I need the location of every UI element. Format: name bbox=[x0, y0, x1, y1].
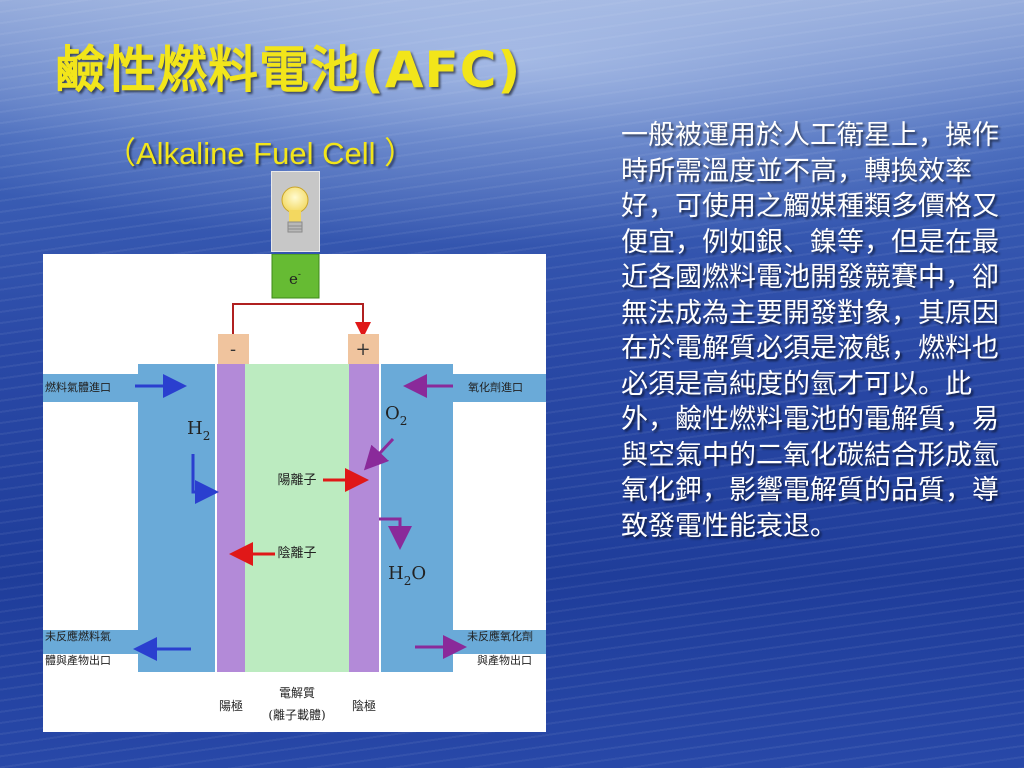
fuel-inlet-label: 燃料氣體進口 bbox=[45, 380, 111, 394]
positive-terminal bbox=[348, 334, 379, 364]
light-bulb-box bbox=[271, 171, 320, 252]
load-box bbox=[271, 253, 320, 299]
oxidant-outlet-label-line2: 與產物出口 bbox=[477, 653, 532, 667]
light-bulb-icon bbox=[281, 186, 309, 233]
anode-label: 陽極 bbox=[219, 698, 243, 713]
anion-label: 陰離子 bbox=[277, 546, 316, 561]
external-wire bbox=[232, 303, 371, 338]
electrolyte-region bbox=[245, 364, 349, 672]
fuel-outlet-label-line1: 未反應燃料氣 bbox=[45, 629, 111, 643]
anode-electrode bbox=[217, 364, 245, 672]
h2-label: H2 bbox=[187, 418, 210, 443]
cathode-electrode bbox=[349, 364, 379, 672]
electrolyte-label-line2: (離子載體) bbox=[268, 708, 325, 722]
cathode-gas-channel bbox=[381, 364, 546, 672]
electron-label: e- bbox=[289, 270, 301, 288]
h2-flow-arrow bbox=[191, 454, 219, 504]
oxidant-outlet-label-line1: 未反應氧化劑 bbox=[467, 629, 533, 643]
fuel-cell-diagram: e- - + H2 O2 H2O 陽離子 bbox=[43, 253, 546, 732]
negative-terminal-label: - bbox=[230, 339, 236, 360]
cathode-label: 陰極 bbox=[352, 698, 376, 713]
cation-label: 陽離子 bbox=[277, 473, 316, 488]
h2o-label: H2O bbox=[388, 563, 426, 588]
slide-title: 鹼性燃料電池(AFC) bbox=[55, 41, 522, 99]
positive-terminal-label: + bbox=[355, 339, 370, 360]
slide-subtitle: （Alkaline Fuel Cell ） bbox=[105, 136, 416, 171]
oxidant-inlet-label: 氧化劑進口 bbox=[468, 380, 523, 394]
o2-label: O2 bbox=[385, 403, 407, 428]
anode-gas-channel bbox=[43, 364, 215, 672]
negative-terminal bbox=[218, 334, 249, 364]
fuel-outlet-label-line2: 體與產物出口 bbox=[45, 653, 111, 667]
electrolyte-label-line1: 電解質 bbox=[279, 685, 315, 700]
slide-body-text: 一般被運用於人工衛星上，操作時所需溫度並不高，轉換效率好，可使用之觸媒種類多價格… bbox=[621, 120, 999, 542]
h2o-flow-arrow bbox=[379, 517, 412, 550]
o2-flow-arrow bbox=[363, 437, 395, 471]
